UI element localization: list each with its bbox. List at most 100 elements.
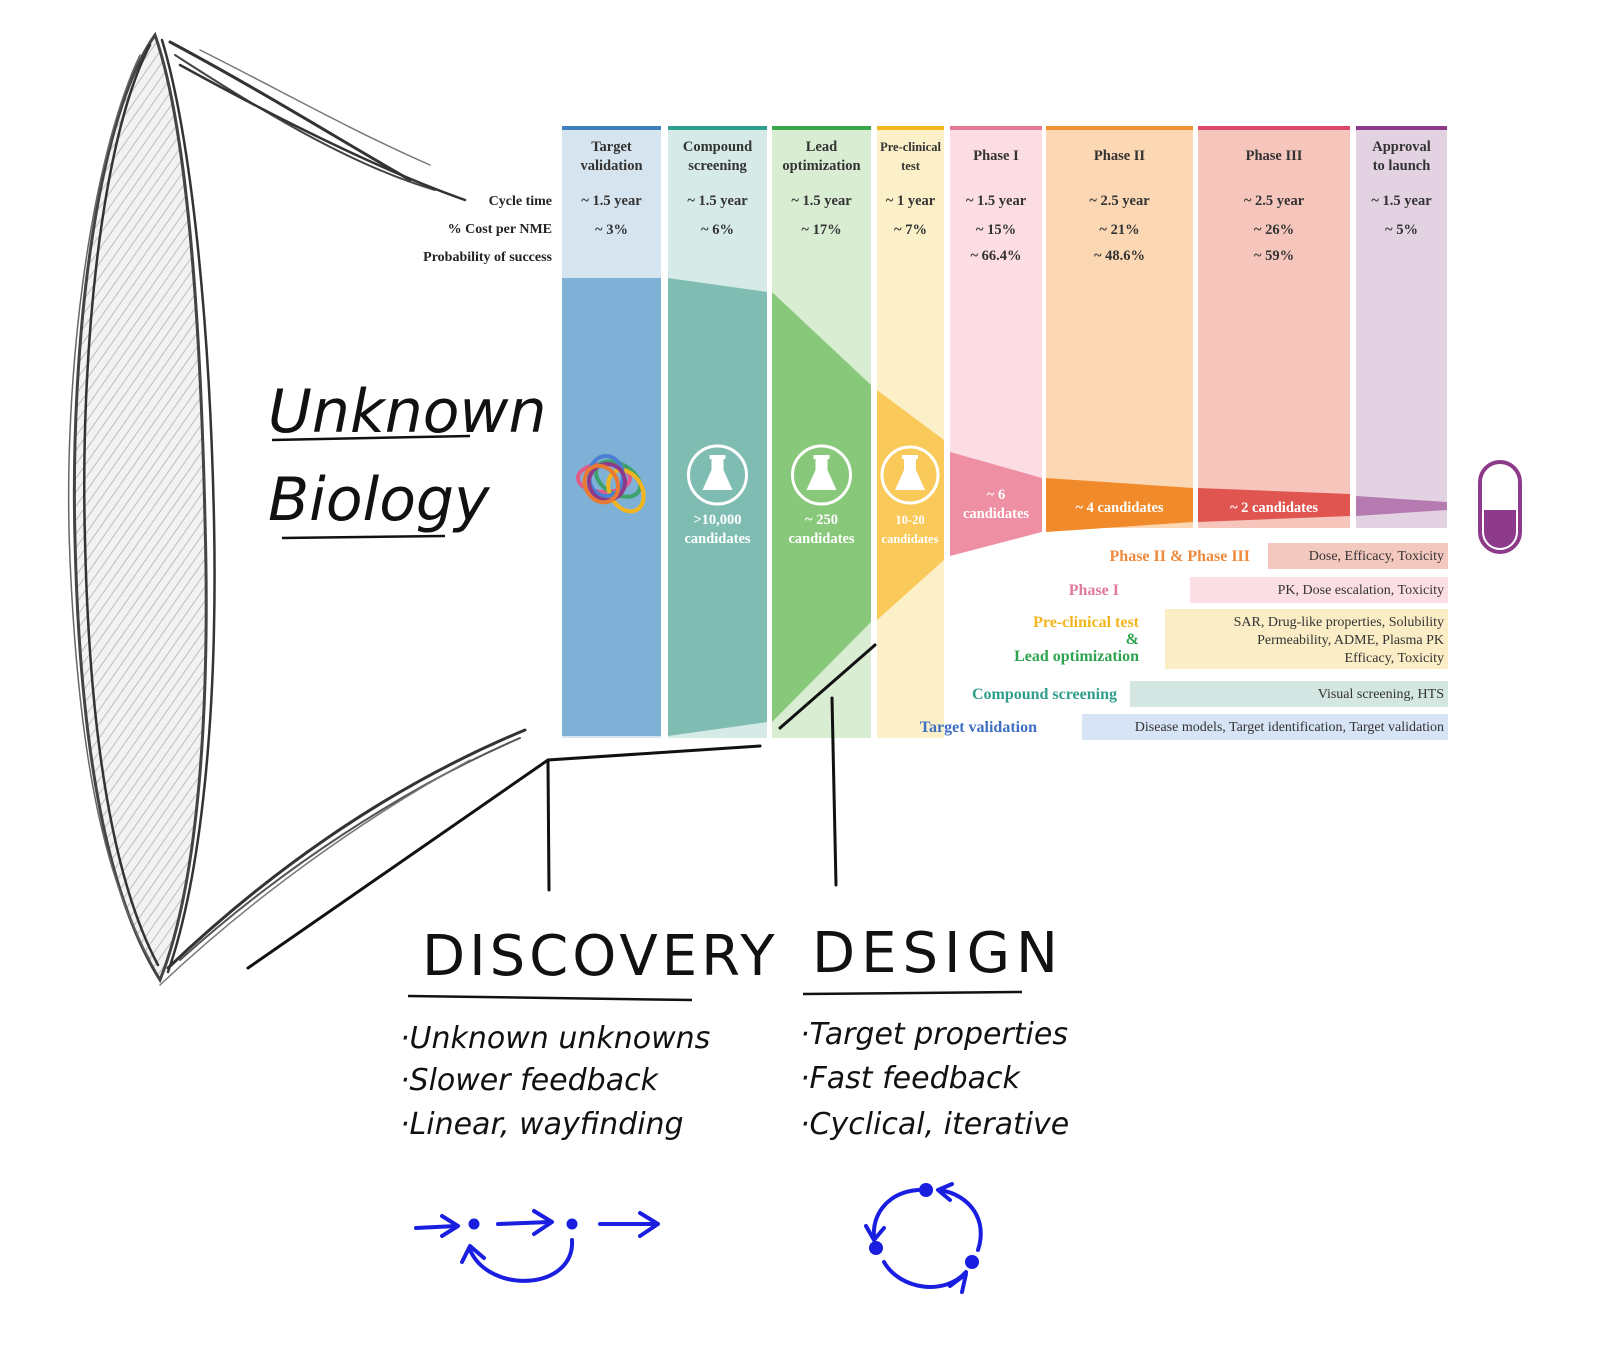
stage-name: validation [580,158,642,174]
legend-detail: Disease models, Target identification, T… [1135,720,1444,735]
stage-name: Pre-clinical [880,140,941,154]
legend-label: Compound screening [972,686,1117,703]
stage-probability: ~ 66.4% [970,248,1021,264]
stage-cost: ~ 6% [701,222,734,238]
design-title: DESIGN [812,921,1064,986]
flask-icon [791,444,852,506]
protein-icon [576,454,646,514]
stage-cost: ~ 26% [1254,222,1294,238]
stage-cost: ~ 5% [1385,222,1418,238]
legend-detail: Dose, Efficacy, Toxicity [1309,549,1444,564]
flask-icon [880,445,940,505]
design-notes: DESIGN ·Target properties ·Fast feedback… [800,921,1069,1142]
legend-label: Pre-clinical test [1033,614,1140,631]
stage-probability: ~ 59% [1254,248,1294,264]
stage-name: test [901,159,921,173]
stage-name: Approval [1372,139,1431,155]
stage-cycle-time: ~ 1.5 year [966,193,1027,209]
discovery-bullet-2: ·Slower feedback [400,1063,660,1098]
stage-top-bar [1356,126,1447,130]
stage-candidate-band [668,278,767,736]
stage-cycle-time: ~ 1.5 year [687,193,748,209]
stage-name: Phase I [973,148,1019,164]
stage-top-bar [1046,126,1193,130]
stage-name: to launch [1373,158,1431,174]
row-label-cycle-time: Cycle time [489,194,552,209]
stage-candidate-band [877,390,944,620]
stage-candidates: candidates [963,506,1029,522]
stage-candidate-band [562,278,661,736]
cyclical-loop-sketch [864,1182,983,1294]
stage-cycle-time: ~ 1.5 year [791,193,852,209]
stage-name: Compound [683,139,752,155]
stage-background [1198,128,1350,528]
stage-top-bar [1198,126,1350,130]
legend-label: Phase II & Phase III [1110,548,1250,565]
legend-row-0: Phase II & Phase III Dose, Efficacy, Toxi… [1110,543,1448,569]
legend-detail-box [1130,681,1448,707]
discovery-bullet-3: ·Linear, wayfinding [400,1107,684,1142]
stage-column-6: Phase III~ 2.5 year~ 26%~ 59%~ 2 candida… [1198,126,1350,528]
stage-candidate-band [772,292,871,722]
legend-detail-box [1268,543,1448,569]
stage-background [1356,128,1447,528]
legend-detail-box [1082,714,1448,740]
legend-detail-box [1165,609,1448,669]
legend-row-3: Compound screening Visual screening, HTS [972,681,1448,707]
pill-icon [1478,460,1522,554]
funnel-sketch [67,31,527,986]
stage-cycle-time: ~ 2.5 year [1244,193,1305,209]
stage-cost: ~ 15% [976,222,1016,238]
stage-top-bar [877,126,944,130]
unknown-line2: Biology [268,465,491,535]
row-label-probability: Probability of success [423,250,552,265]
legend-label: Target validation [920,719,1037,736]
stage-column-5: Phase II~ 2.5 year~ 21%~ 48.6%~ 4 candid… [1046,126,1193,532]
stage-candidates: ~ 2 candidates [1230,500,1318,516]
stage-name: Target [591,139,632,155]
stage-candidates: ~ 250 [805,512,838,528]
legend-detail: Permeability, ADME, Plasma PK [1257,633,1444,648]
row-labels: Cycle time % Cost per NME Probability of… [423,194,552,265]
stage-name: Lead [806,139,837,155]
stage-cycle-time: ~ 2.5 year [1089,193,1150,209]
discovery-notes: DISCOVERY ·Unknown unknowns ·Slower feed… [400,924,779,1142]
stage-candidates: >10,000 [693,512,741,528]
stage-cycle-time: ~ 1.5 year [581,193,642,209]
design-bullet-1: ·Target properties [800,1017,1068,1052]
unknown-biology-label: Unknown Biology [268,377,547,540]
connector-lines [246,643,877,970]
stage-candidates: candidates [684,531,750,547]
stage-column-4: Phase I ~ 1.5 year ~ 15% ~ 66.4% ~ 6 candidat… [950,126,1042,556]
flask-icon [687,444,748,506]
legend-detail: PK, Dose escalation, Toxicity [1278,583,1444,598]
stage-name: screening [688,158,747,174]
stage-top-bar [562,126,661,130]
discovery-title: DISCOVERY [422,924,779,989]
stage-candidates: ~ 6 [987,487,1005,503]
stage-cost: ~ 3% [595,222,628,238]
stage-candidate-band [950,452,1042,556]
legend-label: Phase I [1069,582,1119,599]
stage-candidates: ~ 4 candidates [1075,500,1163,516]
legend-row-1: Phase I PK, Dose escalation, Toxicity [1069,577,1448,603]
stage-cost: ~ 17% [801,222,841,238]
stage-top-bar [772,126,871,130]
legend-detail: Visual screening, HTS [1318,687,1444,702]
stage-candidates: candidates [788,531,854,547]
stage-cycle-time: ~ 1 year [886,193,936,209]
stage-top-bar [668,126,767,130]
stage-column-0: Target validation ~ 1.5 year ~ 3% [562,126,661,738]
stage-candidates: 10-20 [895,513,924,527]
stage-column-1: Compound screening ~ 1.5 year ~ 6% >10,000 ca… [668,126,767,738]
legend-label: Lead optimization [1014,648,1139,665]
stage-candidates: candidates [882,532,939,546]
design-bullet-2: ·Fast feedback [800,1061,1022,1096]
row-label-cost: % Cost per NME [448,222,552,237]
stage-top-bar [950,126,1042,130]
